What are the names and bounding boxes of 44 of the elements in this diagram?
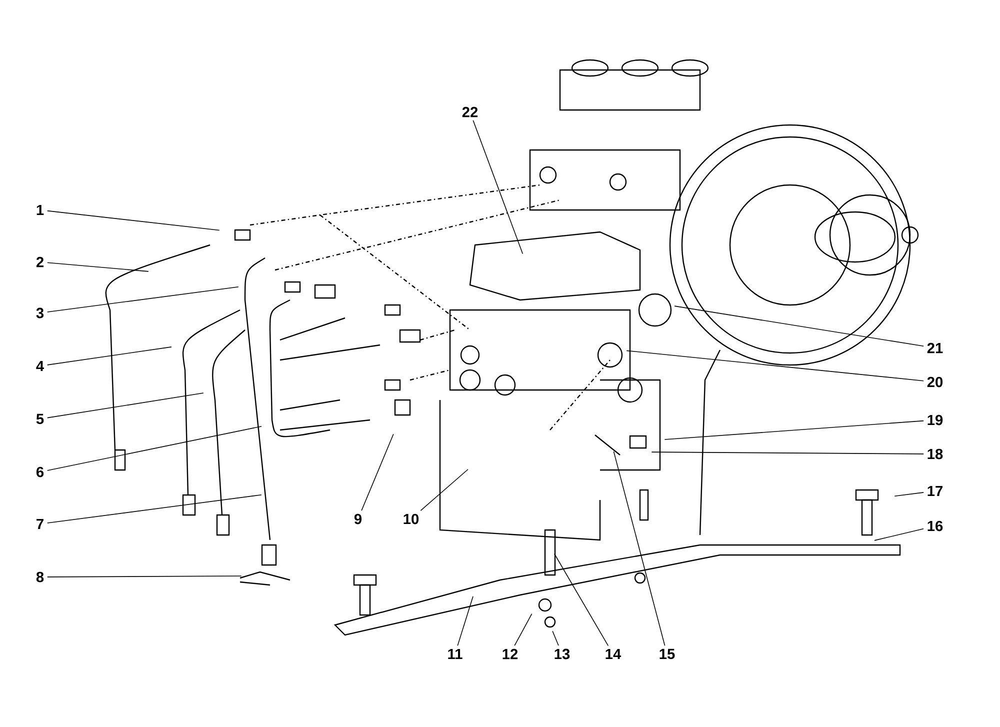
leader-line xyxy=(46,286,239,312)
leader-line xyxy=(472,120,524,254)
callout-number: 14 xyxy=(606,648,622,660)
leader-line xyxy=(552,630,559,646)
callout-number: 19 xyxy=(928,414,943,426)
callout-number: 20 xyxy=(927,376,943,388)
leader-line xyxy=(651,452,924,454)
leader-line xyxy=(46,494,262,524)
leader-line xyxy=(361,434,394,511)
leader-line xyxy=(613,451,666,646)
callout-number: 3 xyxy=(36,308,44,318)
leader-line xyxy=(674,306,924,347)
callout-number: 1 xyxy=(36,204,44,216)
leader-line xyxy=(46,346,172,366)
callout-number: 5 xyxy=(36,414,44,424)
leader-line xyxy=(874,528,924,541)
callout-number: 22 xyxy=(462,106,478,118)
callout-number: 10 xyxy=(404,514,419,524)
leader-line xyxy=(514,613,532,646)
leader-line xyxy=(664,420,924,440)
callout-number: 16 xyxy=(928,520,943,532)
callout-number: 15 xyxy=(660,648,675,660)
callout-number: 12 xyxy=(502,648,518,660)
leader-line xyxy=(46,262,149,272)
leader-line xyxy=(554,553,609,646)
callout-number: 18 xyxy=(928,448,943,460)
leader-line xyxy=(46,210,220,231)
leader-line xyxy=(46,426,262,471)
leader-line xyxy=(626,350,924,382)
callout-number: 7 xyxy=(36,518,44,530)
leader-line xyxy=(46,576,242,578)
callout-number: 9 xyxy=(354,514,362,524)
callout-number: 6 xyxy=(36,466,44,478)
callout-number: 17 xyxy=(928,486,942,496)
callout-number: 13 xyxy=(554,648,570,660)
callout-number: 11 xyxy=(448,648,462,660)
leader-line xyxy=(894,492,924,497)
leader-line xyxy=(46,392,204,418)
leader-line xyxy=(457,596,474,646)
leader-line xyxy=(420,468,468,511)
callout-number: 8 xyxy=(36,572,44,582)
callout-number: 21 xyxy=(927,342,943,354)
callout-number: 4 xyxy=(36,360,44,372)
callout-number: 2 xyxy=(36,256,44,268)
